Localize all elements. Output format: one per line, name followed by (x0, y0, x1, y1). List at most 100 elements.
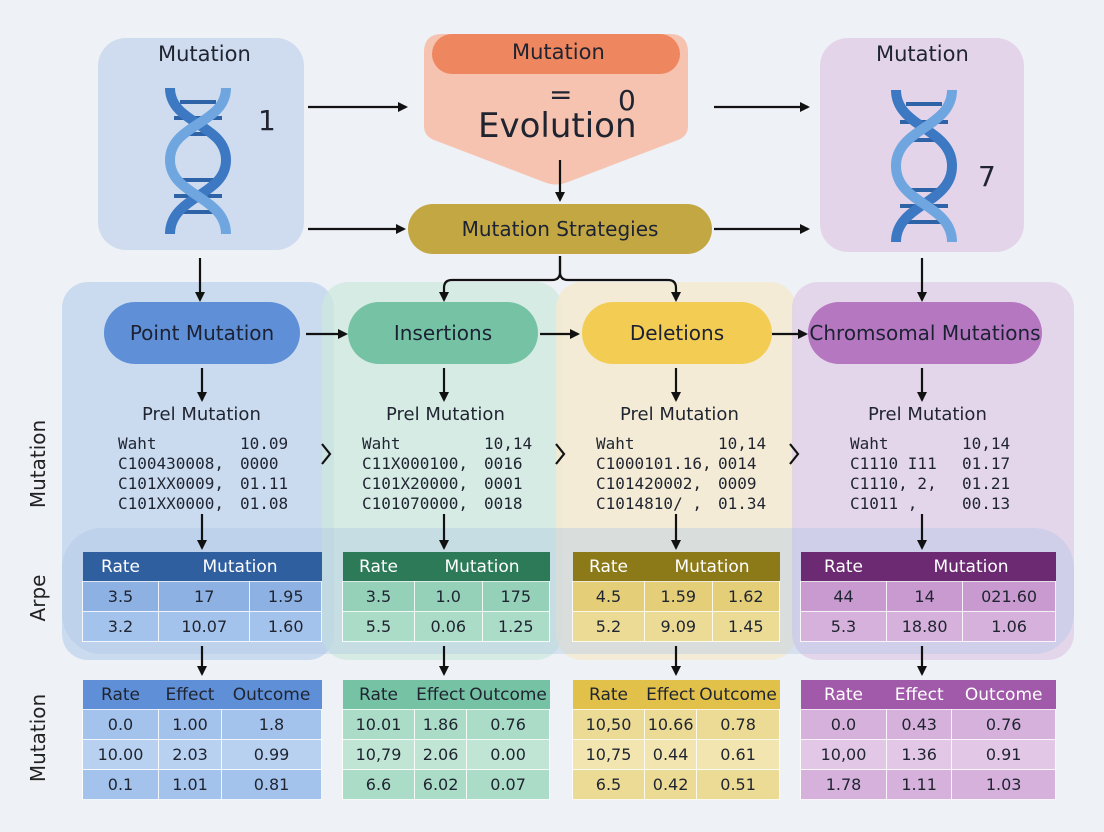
table-cell: 1.45 (711, 611, 780, 642)
code-value: 10,14 (718, 434, 767, 453)
center-equals: = (549, 78, 573, 111)
table-header: Effect (646, 684, 696, 705)
table-header: Mutation (886, 552, 1056, 582)
table-cell: 6.5 (572, 769, 645, 800)
table-cell: 0.61 (696, 739, 780, 770)
evolution-shape (424, 34, 688, 185)
table-cell: 10,00 (800, 739, 887, 770)
left-box-number: 1 (258, 104, 276, 137)
code-line: C1110, 2, (850, 474, 937, 493)
dna-icon (164, 87, 232, 235)
table-cell: 1.01 (157, 769, 223, 800)
code-line: C101XX0009, (118, 474, 224, 493)
table-cell: 1.62 (711, 581, 780, 612)
table-cell: 0.44 (643, 739, 698, 770)
table-header: Rate (101, 684, 140, 705)
point-mutation-pill[interactable]: Point Mutation (104, 302, 300, 364)
mutation-strategies-pill[interactable]: Mutation Strategies (408, 204, 712, 254)
center-box-title: Mutation (512, 40, 605, 64)
table-header: Effect (894, 684, 944, 705)
code-line: Waht (362, 434, 401, 453)
table-cell: 6.02 (413, 769, 468, 800)
code-value: 10,14 (962, 434, 1011, 453)
center-zero: 0 (618, 84, 636, 117)
table-cell: 10.07 (157, 611, 251, 642)
table-cell: 1.86 (413, 709, 468, 740)
mutation-strategies-label: Mutation Strategies (461, 217, 659, 241)
table-cell: 0.51 (696, 769, 780, 800)
side-label-top: Mutation (26, 419, 50, 509)
table-cell: 10,75 (572, 739, 645, 770)
table-cell: 14 (885, 581, 964, 612)
table-header: Outcome (964, 684, 1043, 705)
table-cell: 5.2 (572, 611, 645, 642)
code-value: 0009 (718, 474, 757, 493)
code-line: Waht (118, 434, 157, 453)
table-cell: 0.06 (414, 611, 483, 642)
code-value: 10,14 (484, 434, 533, 453)
table-cell: 1.06 (962, 611, 1056, 642)
table-cell: 10.66 (643, 709, 698, 740)
code-value: 01.11 (240, 474, 289, 493)
table-cell: 0.0 (82, 709, 159, 740)
table-cell: 0.99 (221, 739, 322, 770)
table-header: Rate (572, 552, 645, 582)
table-header: Outcome (469, 684, 547, 705)
code-value: 0016 (484, 454, 523, 473)
table-header: Mutation (158, 552, 322, 582)
chromosomal-mutations-pill[interactable]: Chromsomal Mutations (808, 302, 1042, 364)
table-cell: 0.81 (221, 769, 322, 800)
code-value: 00.13 (962, 494, 1011, 513)
deletions-pill[interactable]: Deletions (582, 302, 772, 364)
table-cell: 0.07 (466, 769, 550, 800)
insertions-label: Insertions (393, 321, 493, 345)
code-line: C101070000, (362, 494, 468, 513)
dna-icon (890, 89, 958, 243)
table-cell: 1.0 (414, 581, 483, 612)
prel-mutation-title: Prel Mutation (142, 404, 261, 425)
center-evolution: Evolution (478, 106, 637, 146)
table-header: Mutation (414, 552, 550, 582)
prel-mutation-title: Prel Mutation (620, 404, 739, 425)
table-cell: 10,50 (572, 709, 645, 740)
code-line: C101XX0000, (118, 494, 224, 513)
code-line: C101X20000, (362, 474, 468, 493)
table-cell: 3.2 (82, 611, 159, 642)
code-line: C100430008, (118, 454, 224, 473)
code-value: 0000 (240, 454, 279, 473)
insertions-pill[interactable]: Insertions (348, 302, 538, 364)
chromosomal-mutations-label: Chromsomal Mutations (809, 321, 1041, 345)
table-cell: 3.5 (342, 581, 415, 612)
point-mutation-label: Point Mutation (129, 321, 275, 345)
code-value: 01.17 (962, 454, 1011, 473)
code-line: C101420002, (596, 474, 702, 493)
code-line: C11X000100, (362, 454, 468, 473)
table-cell: 10.00 (82, 739, 159, 770)
side-label-middle: Arpe (26, 574, 50, 622)
table-cell: 0.0 (800, 709, 887, 740)
code-line: C1000101.16, (596, 454, 712, 473)
table-cell: 5.3 (800, 611, 887, 642)
table-header: Rate (342, 552, 415, 582)
table-header: Rate (359, 684, 398, 705)
code-value: 10.09 (240, 434, 289, 453)
table-cell: 1.36 (885, 739, 953, 770)
table-cell: 10.01 (342, 709, 415, 740)
table-cell: 0.78 (696, 709, 780, 740)
table-cell: 0.42 (643, 769, 698, 800)
